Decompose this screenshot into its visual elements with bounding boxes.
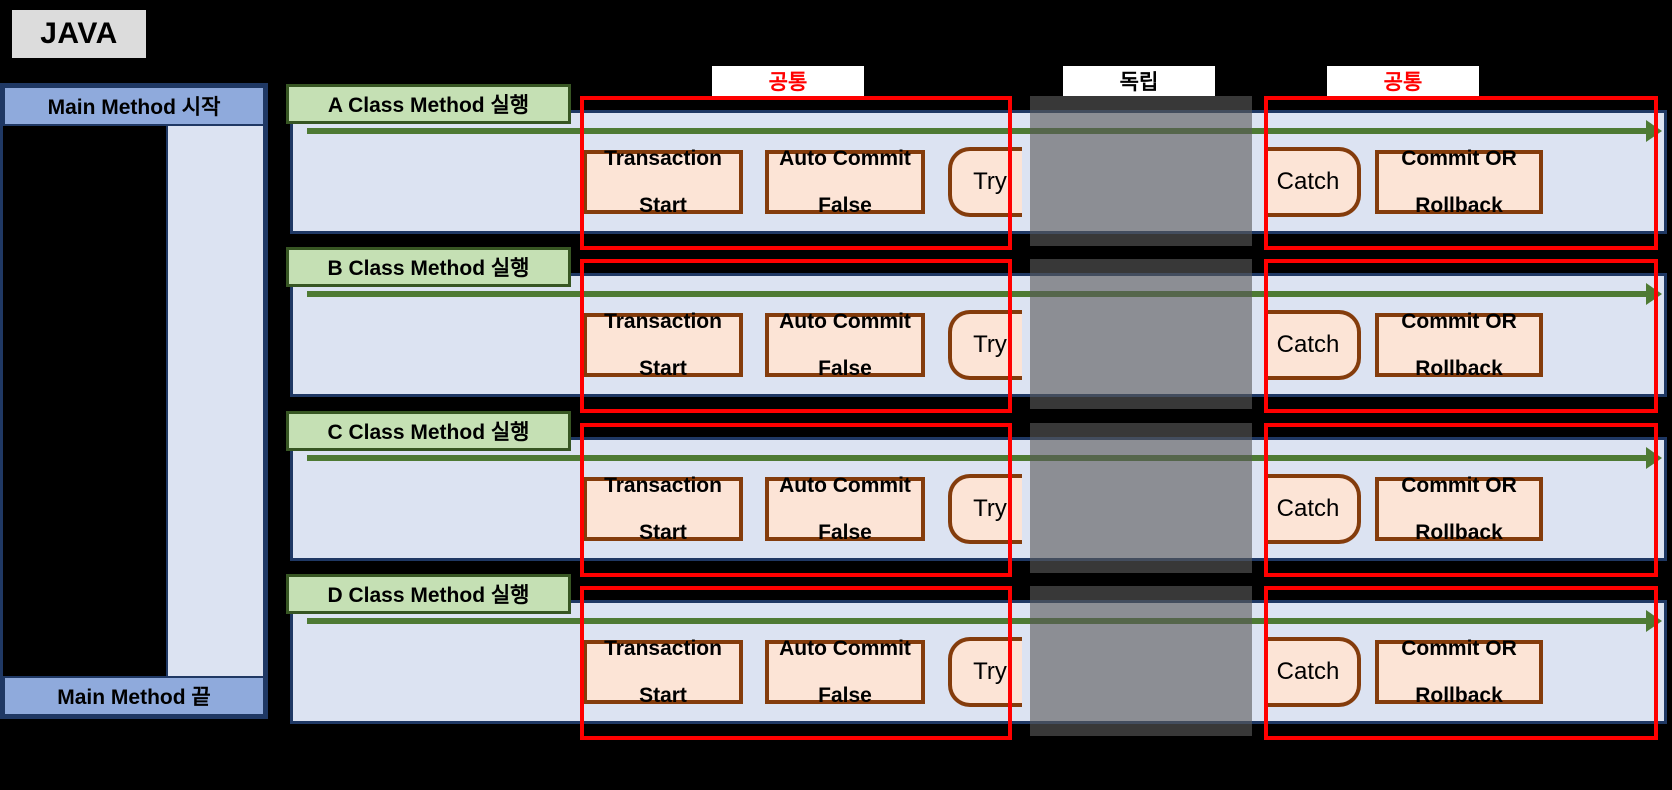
common-right-frame — [1264, 259, 1658, 413]
execution-arrow-line — [307, 291, 1646, 297]
commit-or-rollback: Commit OR Rollback — [1375, 309, 1543, 380]
common-left-frame — [580, 96, 1012, 250]
step-text-line: Catch — [1276, 167, 1340, 195]
section-caption-common: 공통 — [712, 66, 864, 96]
step-text-line: Commit OR — [1401, 146, 1517, 170]
step-text-line: Transaction — [604, 636, 722, 660]
step-text-line: Transaction — [604, 473, 722, 497]
java-title-tag: JAVA — [10, 8, 148, 60]
step-text-line: Try — [973, 657, 1007, 685]
section-caption-independent: 독립 — [1063, 66, 1215, 96]
step-text-line: False — [818, 356, 872, 380]
step-text-line: Transaction — [604, 309, 722, 333]
common-left-frame — [580, 586, 1012, 740]
step-text-line: Try — [973, 167, 1007, 195]
step-text-line: Start — [639, 520, 687, 544]
catch-block: Catch — [1265, 147, 1361, 217]
common-right-frame — [1264, 423, 1658, 577]
common-right-frame — [1264, 586, 1658, 740]
class-method-label: A Class Method 실행 — [286, 84, 571, 124]
independent-column — [1030, 423, 1252, 573]
step-text-line: Auto Commit — [779, 146, 911, 170]
common-left-frame — [580, 423, 1012, 577]
step-text-line: Commit OR — [1401, 636, 1517, 660]
step-text-line: Rollback — [1415, 356, 1503, 380]
independent-column — [1030, 586, 1252, 736]
main-method-start-bar: Main Method 시작 — [3, 86, 265, 126]
step-text-line: Auto Commit — [779, 473, 911, 497]
step-text-line: Catch — [1276, 330, 1340, 358]
independent-column — [1030, 96, 1252, 246]
step-text-line: False — [818, 193, 872, 217]
step-text-line: Commit OR — [1401, 309, 1517, 333]
catch-block: Catch — [1265, 637, 1361, 707]
main-method-lifeline — [166, 126, 265, 677]
commit-or-rollback: Commit OR Rollback — [1375, 146, 1543, 217]
main-method-column: Main Method 시작 Main Method 끝 — [0, 83, 268, 719]
step-text-line: Rollback — [1415, 683, 1503, 707]
step-text-line: Auto Commit — [779, 309, 911, 333]
step-text-line: Start — [639, 356, 687, 380]
step-text-line: Try — [973, 494, 1007, 522]
common-right-frame — [1264, 96, 1658, 250]
commit-or-rollback: Commit OR Rollback — [1375, 473, 1543, 544]
catch-block: Catch — [1265, 474, 1361, 544]
class-method-label: C Class Method 실행 — [286, 411, 571, 451]
step-text-line: Catch — [1276, 494, 1340, 522]
class-method-label: D Class Method 실행 — [286, 574, 571, 614]
commit-or-rollback: Commit OR Rollback — [1375, 636, 1543, 707]
execution-arrow-line — [307, 455, 1646, 461]
independent-column — [1030, 259, 1252, 409]
step-text-line: Catch — [1276, 657, 1340, 685]
step-text-line: Auto Commit — [779, 636, 911, 660]
step-text-line: Try — [973, 330, 1007, 358]
step-text-line: Start — [639, 683, 687, 707]
step-text-line: Commit OR — [1401, 473, 1517, 497]
execution-arrow-line — [307, 128, 1646, 134]
section-caption-common: 공통 — [1327, 66, 1479, 96]
catch-block: Catch — [1265, 310, 1361, 380]
step-text-line: Start — [639, 193, 687, 217]
step-text-line: Rollback — [1415, 520, 1503, 544]
step-text-line: Rollback — [1415, 193, 1503, 217]
execution-arrow-line — [307, 618, 1646, 624]
step-text-line: Transaction — [604, 146, 722, 170]
step-text-line: False — [818, 520, 872, 544]
main-method-end-bar: Main Method 끝 — [3, 676, 265, 716]
common-left-frame — [580, 259, 1012, 413]
class-method-label: B Class Method 실행 — [286, 247, 571, 287]
step-text-line: False — [818, 683, 872, 707]
